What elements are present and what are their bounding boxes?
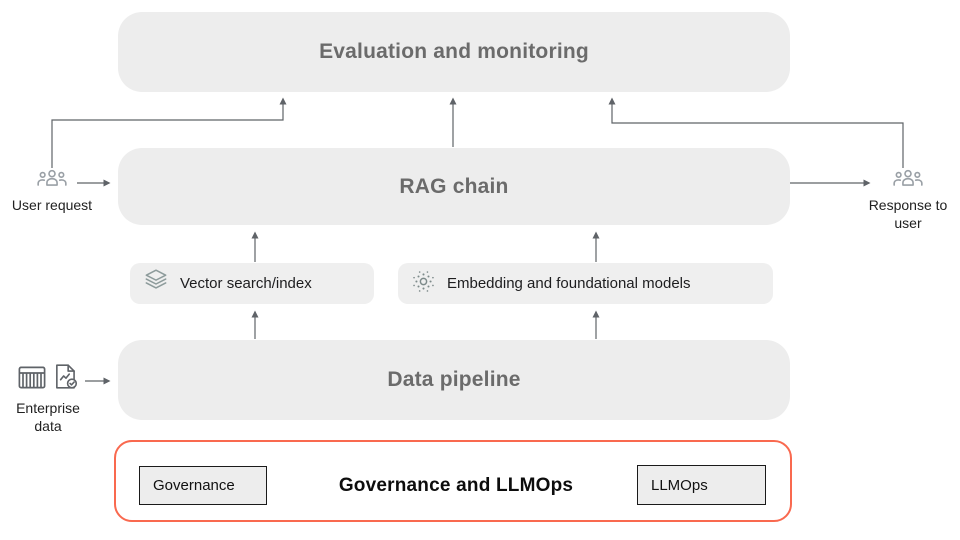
vector-search-label: Vector search/index xyxy=(180,275,312,292)
enterprise-data-annotation: Enterprise data xyxy=(5,363,91,436)
data-pipeline-box: Data pipeline xyxy=(118,340,790,420)
user-group-icon xyxy=(37,168,67,193)
evaluation-monitoring-box: Evaluation and monitoring xyxy=(118,12,790,92)
llmops-chip: LLMOps xyxy=(637,465,766,505)
embedding-models-label: Embedding and foundational models xyxy=(447,275,691,292)
llmops-chip-label: LLMOps xyxy=(651,476,708,494)
data-table-icon xyxy=(17,364,47,396)
enterprise-data-label: Enterprise data xyxy=(16,400,80,435)
response-to-user-label: Response to user xyxy=(868,197,948,232)
model-medallion-icon xyxy=(410,268,437,300)
response-to-user-annotation: Response to user xyxy=(864,168,952,233)
governance-llmops-title: Governance and LLMOps xyxy=(338,475,574,496)
user-group-icon xyxy=(893,168,923,193)
data-pipeline-label: Data pipeline xyxy=(387,368,521,391)
vector-search-box: Vector search/index xyxy=(130,263,374,304)
rag-chain-box: RAG chain xyxy=(118,148,790,225)
governance-chip: Governance xyxy=(139,466,267,505)
rag-chain-label: RAG chain xyxy=(399,174,509,198)
document-chart-icon xyxy=(52,363,80,396)
user-request-label: User request xyxy=(11,197,93,213)
user-request-annotation: User request xyxy=(10,168,94,214)
governance-chip-label: Governance xyxy=(153,477,235,494)
layers-icon xyxy=(142,268,170,299)
embedding-models-box: Embedding and foundational models xyxy=(398,263,773,304)
evaluation-monitoring-label: Evaluation and monitoring xyxy=(319,40,589,63)
governance-llmops-frame xyxy=(114,440,792,522)
